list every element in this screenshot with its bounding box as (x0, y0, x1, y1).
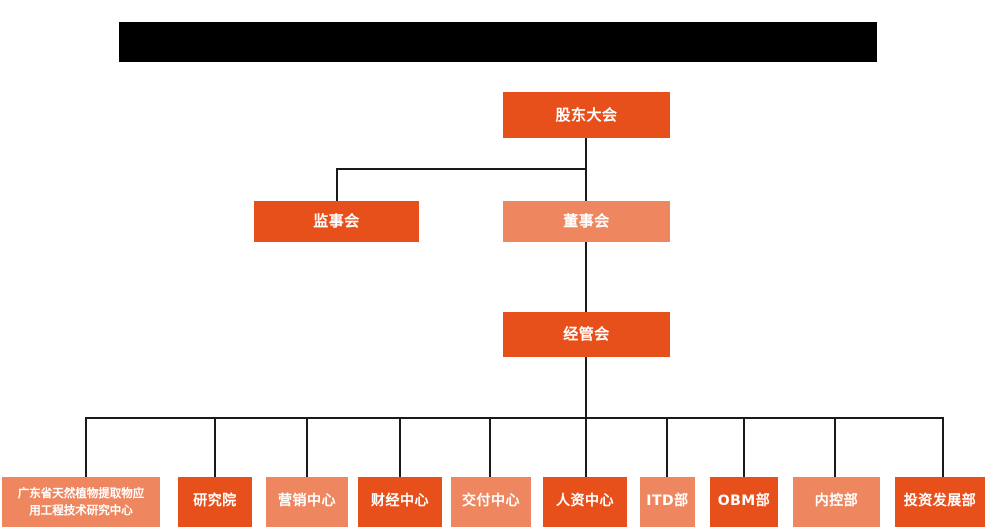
connector-drop-finance-center (399, 417, 401, 477)
connector-drop-investment-dev-dept (942, 417, 944, 477)
connector-drop-eng-center (85, 417, 87, 477)
connector-drop-delivery-center (489, 417, 491, 477)
node-hr-center[interactable]: 人资中心 (543, 477, 627, 527)
connector-supervisors-drop (336, 168, 338, 201)
node-internal-control-dept[interactable]: 内控部 (793, 477, 880, 527)
node-eng-center[interactable]: 广东省天然植物提取物应 用工程技术研究中心 (2, 477, 160, 527)
connector-drop-hr-center (585, 417, 587, 477)
node-marketing-center[interactable]: 营销中心 (266, 477, 348, 527)
redacted-title-bar (119, 22, 877, 62)
connector-drop-obm-dept (743, 417, 745, 477)
node-itd-dept[interactable]: ITD部 (640, 477, 695, 527)
node-finance-center[interactable]: 财经中心 (358, 477, 442, 527)
connector-management-stem (585, 357, 587, 418)
node-investment-dev-dept[interactable]: 投资发展部 (895, 477, 985, 527)
node-eng-center-line1: 广东省天然植物提取物应 (17, 486, 145, 501)
node-eng-center-line2: 用工程技术研究中心 (29, 503, 133, 517)
connector-directors-to-management (585, 242, 587, 312)
connector-drop-internal-control-dept (834, 417, 836, 477)
node-supervisors[interactable]: 监事会 (254, 201, 419, 242)
connector-level2-bus (336, 168, 587, 170)
connector-level4-bus (85, 417, 944, 419)
connector-drop-research-institute (214, 417, 216, 477)
node-management[interactable]: 经管会 (503, 312, 670, 357)
connector-shareholders-stem (585, 138, 587, 170)
node-research-institute[interactable]: 研究院 (178, 477, 252, 527)
connector-drop-itd-dept (666, 417, 668, 477)
connector-directors-drop (585, 168, 587, 201)
node-obm-dept[interactable]: OBM部 (710, 477, 778, 527)
node-directors[interactable]: 董事会 (503, 201, 670, 242)
connector-drop-marketing-center (306, 417, 308, 477)
node-shareholders[interactable]: 股东大会 (503, 92, 670, 138)
node-delivery-center[interactable]: 交付中心 (451, 477, 531, 527)
